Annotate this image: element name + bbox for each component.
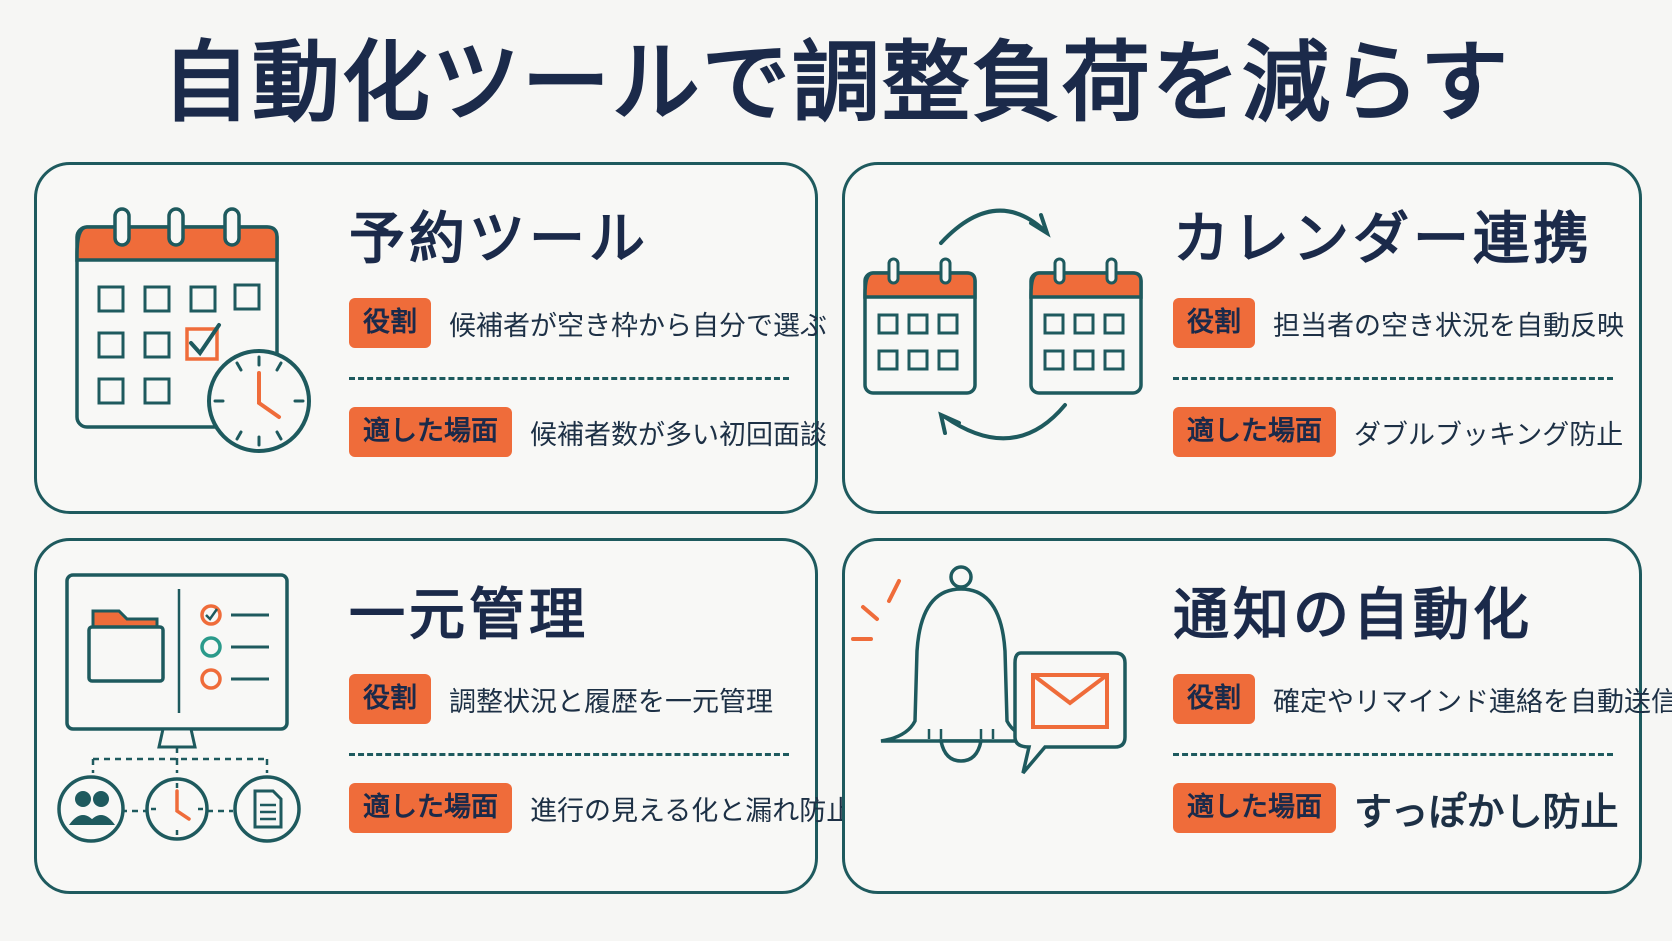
card-booking-tool: 予約ツール 役割 候補者が空き枠から自分で選ぶ 適した場面 候補者数が多い初回面… [34,162,827,514]
document-icon [233,775,301,843]
dashed-divider [349,753,789,756]
role-text: 担当者の空き状況を自動反映 [1273,310,1624,342]
scene-row: 適した場面 進行の見える化と漏れ防止 [349,782,853,834]
scene-text: 進行の見える化と漏れ防止 [530,795,854,827]
page-title: 自動化ツールで調整負荷を減らす [161,31,1511,134]
card-title: カレンダー連携 [1173,207,1593,272]
calendar-icon [863,257,977,395]
role-row: 役割 調整状況と履歴を一元管理 [349,673,799,725]
scene-text: すっぽかし防止 [1354,789,1619,834]
role-text: 確定やリマインド連絡を自動送信 [1273,686,1672,718]
scene-row: 適した場面 候補者数が多い初回面談 [349,406,827,458]
card-notification-automation: 通知の自動化 役割 確定やリマインド連絡を自動送信 適した場面 すっぽかし防止 [842,538,1672,894]
role-text: 候補者が空き枠から自分で選ぶ [449,310,827,342]
monitor-icon [57,573,301,843]
calendar-icon [1029,257,1143,395]
users-icon [57,775,125,843]
role-badge: 役割 [349,674,431,724]
scene-text: 候補者数が多い初回面談 [530,419,827,451]
scene-row: 適した場面 すっぽかし防止 [1173,782,1623,834]
role-badge: 役割 [1173,674,1255,724]
clock-icon [207,349,311,453]
card-calendar-sync: カレンダー連携 役割 担当者の空き状況を自動反映 適した場面 ダブルブッキング防… [842,162,1642,514]
checklist-icon [200,604,269,690]
dashed-divider [1173,377,1613,380]
card-title: 予約ツール [349,207,649,272]
clock-icon [145,777,209,841]
dashed-divider [349,377,789,380]
role-row: 役割 確定やリマインド連絡を自動送信 [1173,673,1672,725]
role-text: 調整状況と履歴を一元管理 [449,686,773,718]
scene-text: ダブルブッキング防止 [1354,419,1624,451]
card-title: 通知の自動化 [1173,583,1533,648]
scene-badge: 適した場面 [1173,407,1336,457]
dashed-divider [1173,753,1613,756]
calendar-icon [75,207,311,453]
sync-arrows-icon [938,208,1067,441]
scene-row: 適した場面 ダブルブッキング防止 [1173,406,1623,458]
mail-icon [1013,651,1127,775]
folder-icon [87,609,165,683]
role-badge: 役割 [1173,298,1255,348]
card-central-management: 一元管理 役割 調整状況と履歴を一元管理 適した場面 進行の見える化と漏れ防止 [34,538,853,894]
checkmark-icon [185,323,221,361]
scene-badge: 適した場面 [349,783,512,833]
scene-badge: 適した場面 [1173,783,1336,833]
role-row: 役割 候補者が空き枠から自分で選ぶ [349,297,827,349]
bell-icon [851,565,1127,775]
role-row: 役割 担当者の空き状況を自動反映 [1173,297,1624,349]
calendar-sync-icon [863,208,1143,441]
role-badge: 役割 [349,298,431,348]
card-title: 一元管理 [349,583,589,648]
scene-badge: 適した場面 [349,407,512,457]
